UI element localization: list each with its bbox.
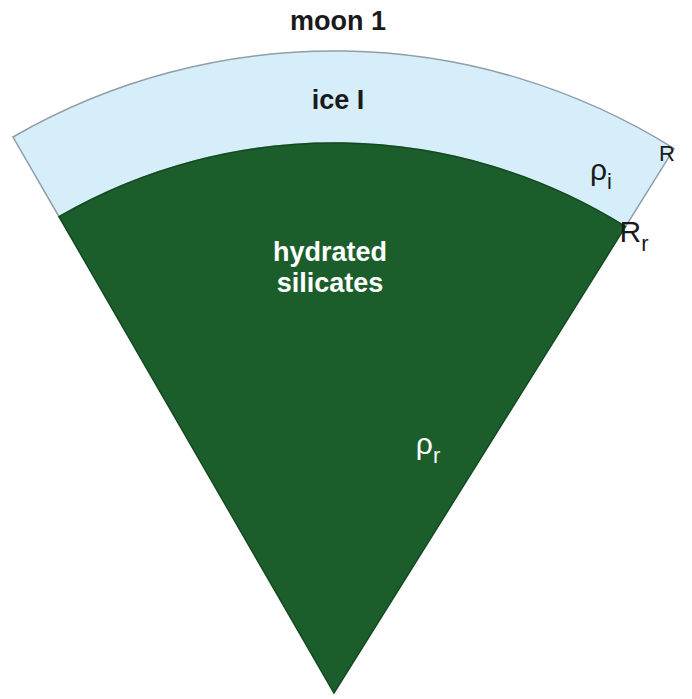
layer-label: hydrated silicates xyxy=(235,237,425,299)
diagram-title: moon 1 xyxy=(290,6,386,37)
radius-label: R xyxy=(659,141,675,166)
density-symbol: ρi xyxy=(590,153,612,194)
layer-label: ice I xyxy=(312,85,365,116)
radius-label: Rr xyxy=(620,215,649,256)
silicate-core-shape xyxy=(59,143,626,693)
density-symbol: ρr xyxy=(416,427,440,468)
